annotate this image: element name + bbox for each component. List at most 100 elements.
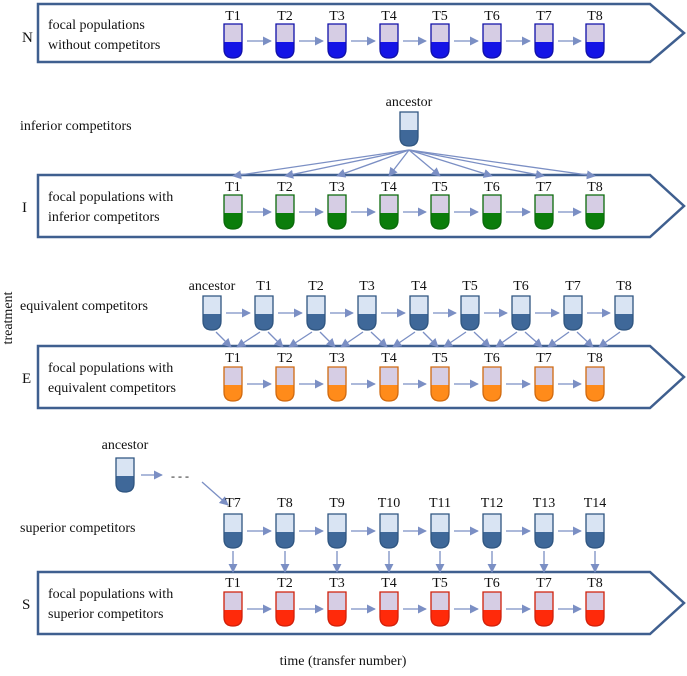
transfer-label-N-6: T6 — [484, 9, 500, 24]
cross-arrow-E-a-4 — [370, 331, 388, 348]
competitor-tube-S-0 — [223, 513, 243, 549]
competitor-label-I: inferior competitors — [20, 119, 132, 134]
competitor-label-E: equivalent competitors — [20, 299, 148, 314]
transfer-label-N-3: T3 — [329, 9, 345, 24]
transfer-label-S-4: T4 — [381, 576, 397, 591]
tube-N-2 — [275, 23, 295, 59]
cross-arrow-E-a-2 — [267, 331, 284, 348]
banner-text-I-line2: inferior competitors — [48, 210, 160, 225]
banner-text-E-line2: equivalent competitors — [48, 381, 176, 396]
tube-E-5 — [430, 366, 450, 402]
competitor-transfer-label-S-6: T13 — [533, 496, 556, 511]
competitor-tube-S-6 — [534, 513, 554, 549]
banner-text-I-line1: focal populations with — [48, 190, 173, 205]
transfer-label-S-8: T8 — [587, 576, 603, 591]
ancestor-arrow-I-2 — [284, 149, 410, 179]
tube-E-1 — [223, 366, 243, 402]
treatment-code-I: I — [22, 200, 27, 216]
transfer-label-N-8: T8 — [587, 9, 603, 24]
competitor-transfer-label-E-6: T6 — [513, 279, 529, 294]
competitor-transfer-label-S-3: T10 — [378, 496, 401, 511]
tube-I-5 — [430, 194, 450, 230]
cross-arrow-E-b-2 — [288, 331, 313, 348]
transfer-label-I-2: T2 — [277, 180, 293, 195]
ellipsis-label-S: - - - — [171, 469, 189, 483]
competitor-tube-E-0 — [202, 295, 222, 331]
ancestor-arrow-I-1 — [232, 149, 410, 180]
transfer-label-I-6: T6 — [484, 180, 500, 195]
ancestor-label-I: ancestor — [386, 95, 433, 110]
tube-S-4 — [379, 591, 399, 627]
cross-arrow-E-b-4 — [392, 331, 416, 348]
ellipsis-arrow-S — [201, 481, 229, 506]
competitor-transfer-label-S-4: T11 — [429, 496, 451, 511]
cross-arrow-E-b-5 — [443, 331, 467, 348]
transfer-label-S-7: T7 — [536, 576, 552, 591]
ancestor-arrow-I-4 — [388, 149, 410, 177]
transfer-label-E-5: T5 — [432, 351, 448, 366]
ancestor-arrow-I-8 — [408, 149, 596, 180]
tube-N-1 — [223, 23, 243, 59]
competitor-transfer-label-E-2: T2 — [308, 279, 324, 294]
transfer-label-I-1: T1 — [225, 180, 241, 195]
transfer-label-N-7: T7 — [536, 9, 552, 24]
competitor-transfer-label-E-5: T5 — [462, 279, 478, 294]
transfer-label-E-1: T1 — [225, 351, 241, 366]
ancestor-tube-I — [399, 111, 419, 147]
transfer-label-E-8: T8 — [587, 351, 603, 366]
tube-I-7 — [534, 194, 554, 230]
cross-arrow-E-b-8 — [598, 331, 621, 348]
tube-I-4 — [379, 194, 399, 230]
tube-S-1 — [223, 591, 243, 627]
banner-text-S-line2: superior competitors — [48, 607, 163, 622]
transfer-label-S-6: T6 — [484, 576, 500, 591]
competitor-transfer-label-E-3: T3 — [359, 279, 375, 294]
cross-arrow-E-b-7 — [547, 331, 570, 348]
competitor-transfer-label-S-1: T8 — [277, 496, 293, 511]
transfer-label-S-1: T1 — [225, 576, 241, 591]
transfer-label-I-4: T4 — [381, 180, 397, 195]
tube-N-3 — [327, 23, 347, 59]
competitor-transfer-label-E-0: ancestor — [189, 279, 236, 294]
tube-S-5 — [430, 591, 450, 627]
tube-S-7 — [534, 591, 554, 627]
competitor-tube-E-8 — [614, 295, 634, 331]
competitor-transfer-label-S-0: T7 — [225, 496, 241, 511]
transfer-label-N-1: T1 — [225, 9, 241, 24]
ancestor-arrow-I-7 — [408, 149, 545, 179]
competitor-transfer-label-S-2: T9 — [329, 496, 345, 511]
banner-N — [36, 2, 686, 64]
cross-arrow-E-a-7 — [524, 331, 543, 348]
banner-text-N-line1: focal populations — [48, 18, 145, 33]
competitor-transfer-label-E-1: T1 — [256, 279, 272, 294]
ancestor-arrow-I-5 — [408, 149, 441, 177]
tube-I-2 — [275, 194, 295, 230]
transfer-label-I-3: T3 — [329, 180, 345, 195]
cross-arrow-E-a-6 — [473, 331, 491, 348]
cross-arrow-E-b-3 — [340, 331, 364, 348]
competitor-tube-E-7 — [563, 295, 583, 331]
transfer-label-N-4: T4 — [381, 9, 397, 24]
competitor-transfer-label-E-7: T7 — [565, 279, 581, 294]
transfer-label-E-4: T4 — [381, 351, 397, 366]
banner-I — [36, 173, 686, 239]
tube-E-4 — [379, 366, 399, 402]
cross-arrow-E-a-5 — [422, 331, 439, 348]
cross-arrow-E-a-1 — [215, 331, 232, 348]
tube-N-4 — [379, 23, 399, 59]
competitor-tube-E-2 — [306, 295, 326, 331]
tube-I-3 — [327, 194, 347, 230]
tube-E-8 — [585, 366, 605, 402]
tube-E-3 — [327, 366, 347, 402]
competitor-tube-S-4 — [430, 513, 450, 549]
treatment-code-E: E — [22, 371, 31, 387]
competitor-tube-E-3 — [357, 295, 377, 331]
cross-arrow-E-b-6 — [495, 331, 518, 348]
tube-S-3 — [327, 591, 347, 627]
ancestor-arrow-I-6 — [408, 149, 493, 178]
transfer-label-S-5: T5 — [432, 576, 448, 591]
transfer-label-E-6: T6 — [484, 351, 500, 366]
tube-E-7 — [534, 366, 554, 402]
